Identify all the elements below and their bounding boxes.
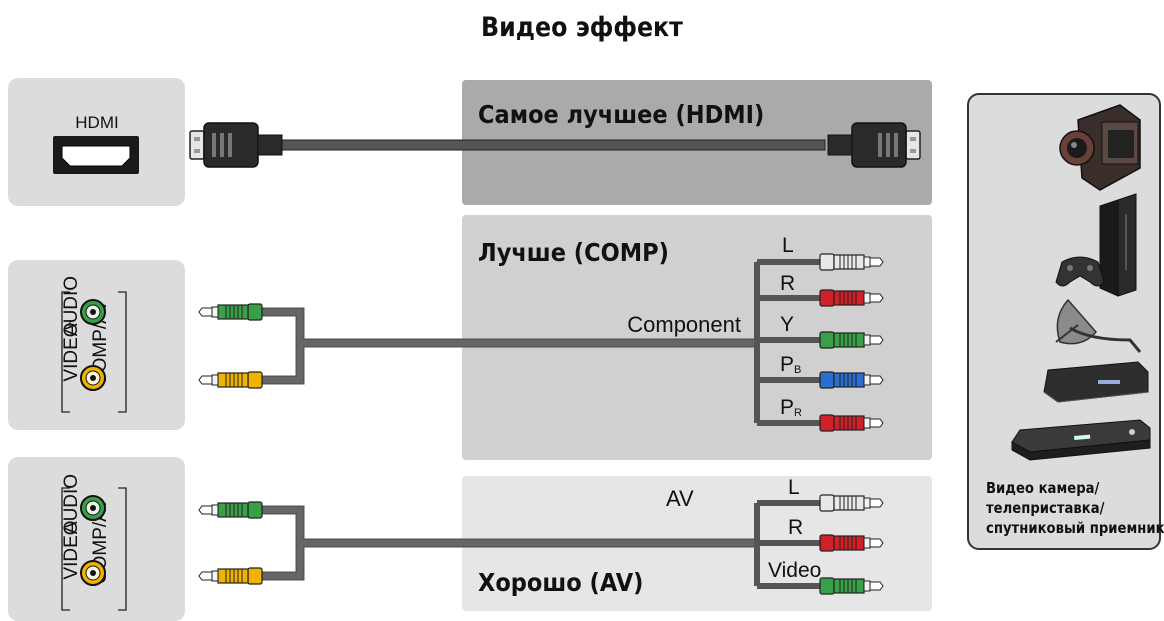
av-plug-video	[819, 577, 884, 595]
caption-line-2: телеприставка/	[986, 499, 1105, 517]
av-branch-wires	[757, 500, 820, 589]
hdmi-plug-right	[827, 122, 921, 168]
av-audio-label: AUDIO	[61, 474, 82, 534]
av-plug-l	[819, 494, 884, 512]
comp-green-plug-left	[198, 303, 263, 321]
dvd-player-icon	[1011, 419, 1151, 461]
av-yellow-plug-left	[198, 567, 263, 585]
comp-plug-l	[819, 253, 884, 271]
hdmi-section-heading: Самое лучшее (HDMI)	[478, 100, 765, 129]
hdmi-cable	[279, 139, 826, 151]
comp-branch-wires	[757, 259, 820, 426]
hdmi-plug-left	[189, 122, 283, 168]
comp-audio-label: AUDIO	[61, 276, 82, 336]
game-console-icon	[1055, 193, 1137, 297]
comp-wire-label-r: R	[780, 272, 795, 295]
comp-plug-pb	[819, 371, 884, 389]
hdmi-port-label: HDMI	[75, 113, 118, 132]
av-video-label: VIDEO	[61, 520, 82, 579]
comp-wire-label-pb: PB	[780, 353, 801, 376]
comp-jack-panel	[8, 260, 185, 430]
av-jack-panel	[8, 457, 185, 621]
av-jack-group: VIDEO AUDIO COMP/AV	[61, 474, 127, 611]
comp-plug-pr	[819, 414, 884, 432]
av-label: AV	[666, 486, 694, 511]
source-devices-caption: Видео камера/ телеприставка/ спутниковый…	[986, 478, 1164, 538]
comp-jack-group: VIDEO AUDIO COMP/AV	[61, 276, 127, 413]
comp-plug-y	[819, 331, 884, 349]
hdmi-port-socket	[61, 145, 131, 167]
comp-wire-label-y: Y	[780, 313, 794, 336]
video-camera-icon	[1059, 104, 1141, 191]
comp-yellow-plug-left	[198, 371, 263, 389]
av-plug-r	[819, 534, 884, 552]
page-title: Видео эффект	[481, 12, 683, 43]
comp-section-heading: Лучше (COMP)	[478, 238, 669, 267]
comp-video-label: VIDEO	[61, 322, 82, 381]
component-label: Component	[627, 312, 741, 337]
av-green-plug-left	[198, 501, 263, 519]
av-wire-label-video: Video	[768, 559, 821, 582]
av-wire-label-r: R	[788, 516, 803, 539]
comp-plug-r	[819, 289, 884, 307]
caption-line-1: Видео камера/	[986, 479, 1100, 497]
satellite-receiver-icon	[1043, 298, 1149, 403]
av-wire-label-l: L	[788, 476, 800, 499]
caption-line-3: спутниковый приемник	[986, 519, 1164, 537]
comp-wire-label-pr: PR	[780, 396, 802, 419]
comp-wire-label-l: L	[782, 234, 794, 257]
av-section-heading: Хорошо (AV)	[478, 568, 644, 597]
